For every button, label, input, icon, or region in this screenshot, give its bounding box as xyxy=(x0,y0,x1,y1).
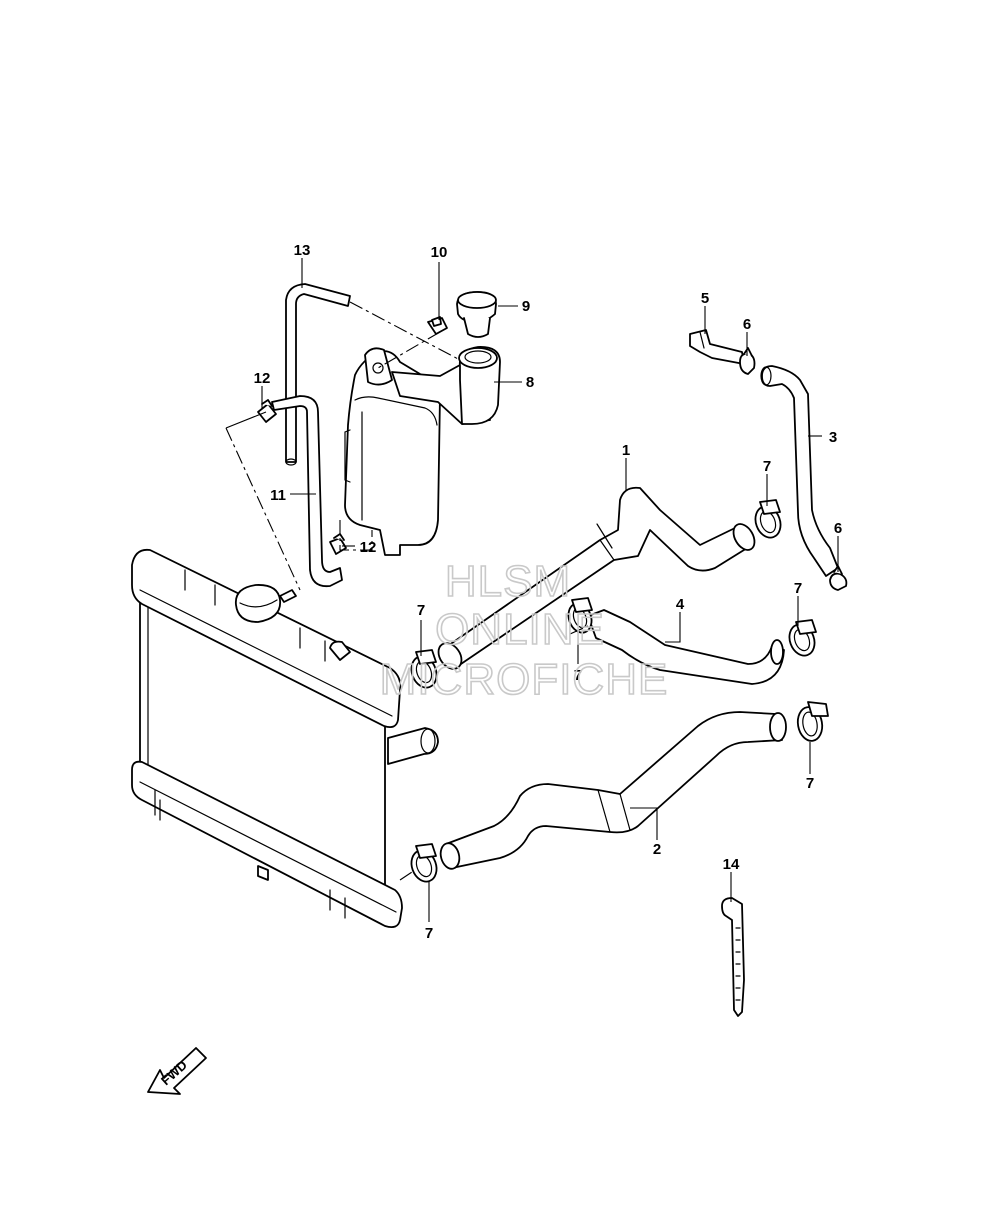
leader-lines xyxy=(261,258,839,922)
small-clamp-lower xyxy=(329,533,347,555)
watermark-line-1: HLSM xyxy=(445,557,571,606)
lower-radiator-hose xyxy=(439,711,787,870)
callout-7-b: 7 xyxy=(417,602,425,619)
bolt xyxy=(427,316,448,335)
callout-1: 1 xyxy=(622,442,630,459)
callout-6-upper: 6 xyxy=(743,316,751,333)
reservoir-tank xyxy=(344,346,501,556)
fwd-arrow-icon: FWD xyxy=(147,1047,207,1095)
callout-12-lower: 12 xyxy=(360,539,377,556)
overflow-hose xyxy=(285,283,351,466)
callout-9: 9 xyxy=(522,298,530,315)
callout-13: 13 xyxy=(294,242,311,259)
callout-12-upper: 12 xyxy=(254,370,271,387)
band-clamp-a xyxy=(754,499,782,539)
band-clamp-d xyxy=(788,619,817,657)
callout-4: 4 xyxy=(676,596,685,613)
callout-3: 3 xyxy=(829,429,837,446)
callout-7-e: 7 xyxy=(806,775,814,792)
clamp-6-upper xyxy=(739,347,756,375)
upper-radiator-hose xyxy=(437,486,756,670)
callout-11: 11 xyxy=(270,487,286,504)
band-clamp-c xyxy=(567,597,593,634)
reservoir-cap xyxy=(456,291,497,338)
callout-2: 2 xyxy=(653,841,661,858)
callout-7-a: 7 xyxy=(763,458,771,475)
bypass-hose-4 xyxy=(587,609,785,685)
watermark-line-2: ONLINE xyxy=(435,605,605,654)
small-clamp-upper xyxy=(257,399,277,423)
watermark-line-3: MICROFICHE xyxy=(380,655,669,704)
callout-14: 14 xyxy=(723,856,740,873)
bypass-hose-3 xyxy=(760,365,839,577)
callout-5: 5 xyxy=(701,290,709,307)
assembly-lines xyxy=(225,301,589,881)
callout-7-f: 7 xyxy=(425,925,433,942)
watermark: HLSM ONLINE MICROFICHE xyxy=(379,556,669,705)
breather-hose xyxy=(271,395,343,588)
callout-labels: 1 2 3 4 5 6 6 7 7 7 7 7 7 8 9 10 11 12 1… xyxy=(254,242,843,942)
callout-7-c: 7 xyxy=(574,667,582,684)
band-clamp-e xyxy=(796,701,829,742)
callout-10: 10 xyxy=(431,244,448,261)
band-clamp-b xyxy=(410,649,438,689)
band-clamp-f xyxy=(410,843,438,883)
cable-tie xyxy=(721,897,745,1017)
radiator xyxy=(131,548,439,929)
hose-fitting xyxy=(689,329,745,365)
callout-8: 8 xyxy=(526,374,534,391)
callout-7-d: 7 xyxy=(794,580,802,597)
callout-6-lower: 6 xyxy=(834,520,842,537)
